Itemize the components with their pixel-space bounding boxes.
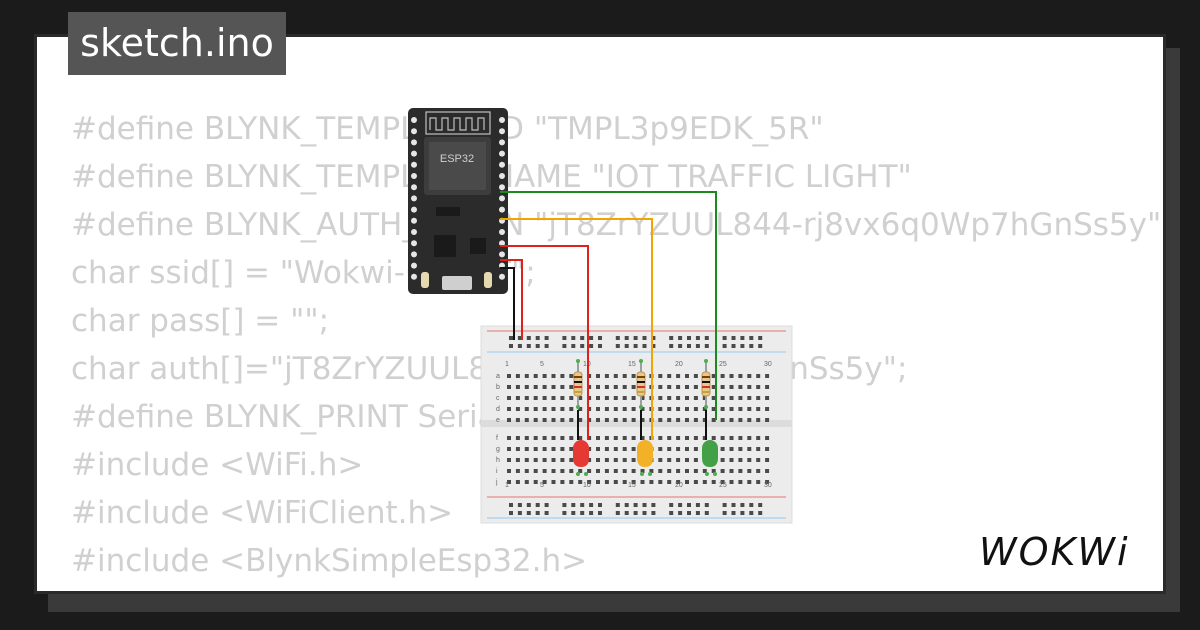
boot-button	[484, 272, 492, 288]
code-line: #include <WiFiClient.h>	[71, 495, 454, 531]
black-jumpers	[577, 410, 707, 440]
svg-text:d: d	[496, 406, 500, 413]
svg-text:25: 25	[719, 482, 727, 489]
svg-text:c: c	[496, 395, 500, 402]
svg-text:b: b	[496, 384, 500, 391]
led-yellow	[637, 440, 653, 476]
svg-text:i: i	[496, 468, 498, 475]
svg-text:1: 1	[505, 361, 509, 368]
code-line: char pass[] = "";	[71, 303, 330, 339]
resistor	[636, 359, 646, 409]
code-line: #include <BlynkSimpleEsp32.h>	[71, 543, 588, 579]
row-letters: a b c d e f g h i j	[495, 373, 500, 486]
svg-text:30: 30	[764, 361, 772, 368]
led-green	[702, 440, 718, 476]
resistor	[573, 359, 583, 409]
breadboard: 1 5 10 15 20 25 30 1 5 10 15 20 25 30 a …	[480, 325, 793, 524]
reset-button	[421, 272, 429, 288]
svg-text:30: 30	[764, 482, 772, 489]
file-tab[interactable]: sketch.ino	[68, 12, 286, 75]
svg-text:j: j	[495, 479, 498, 486]
code-line: #include <WiFi.h>	[71, 447, 364, 483]
code-line: #define BLYNK_TEMPLATE_NAME "IOT TRAFFIC…	[71, 159, 912, 195]
svg-text:20: 20	[675, 361, 683, 368]
wokwi-logo: WOKWi	[979, 530, 1130, 574]
svg-text:5: 5	[540, 361, 544, 368]
svg-text:e: e	[496, 417, 500, 424]
resistor	[701, 359, 711, 409]
led-red	[573, 440, 589, 476]
svg-text:5: 5	[540, 482, 544, 489]
svg-text:20: 20	[675, 482, 683, 489]
logo-text: WOKWi	[979, 530, 1130, 574]
board-label: ESP32	[440, 153, 474, 165]
svg-text:a: a	[496, 373, 500, 380]
board-pins	[411, 117, 505, 280]
signal-wires	[500, 191, 717, 440]
column-numbers: 1 5 10 15 20 25 30 1 5 10 15 20 25 30	[505, 361, 772, 489]
svg-text:h: h	[496, 457, 500, 464]
svg-text:1: 1	[505, 482, 509, 489]
breadboard-holes	[507, 336, 770, 515]
svg-text:f: f	[496, 435, 498, 442]
esp32-board: ESP32	[408, 108, 508, 294]
svg-text:15: 15	[628, 482, 636, 489]
svg-text:10: 10	[583, 361, 591, 368]
svg-text:25: 25	[719, 361, 727, 368]
svg-text:g: g	[496, 446, 500, 453]
resistors	[573, 359, 711, 409]
svg-text:15: 15	[628, 361, 636, 368]
svg-text:10: 10	[583, 482, 591, 489]
